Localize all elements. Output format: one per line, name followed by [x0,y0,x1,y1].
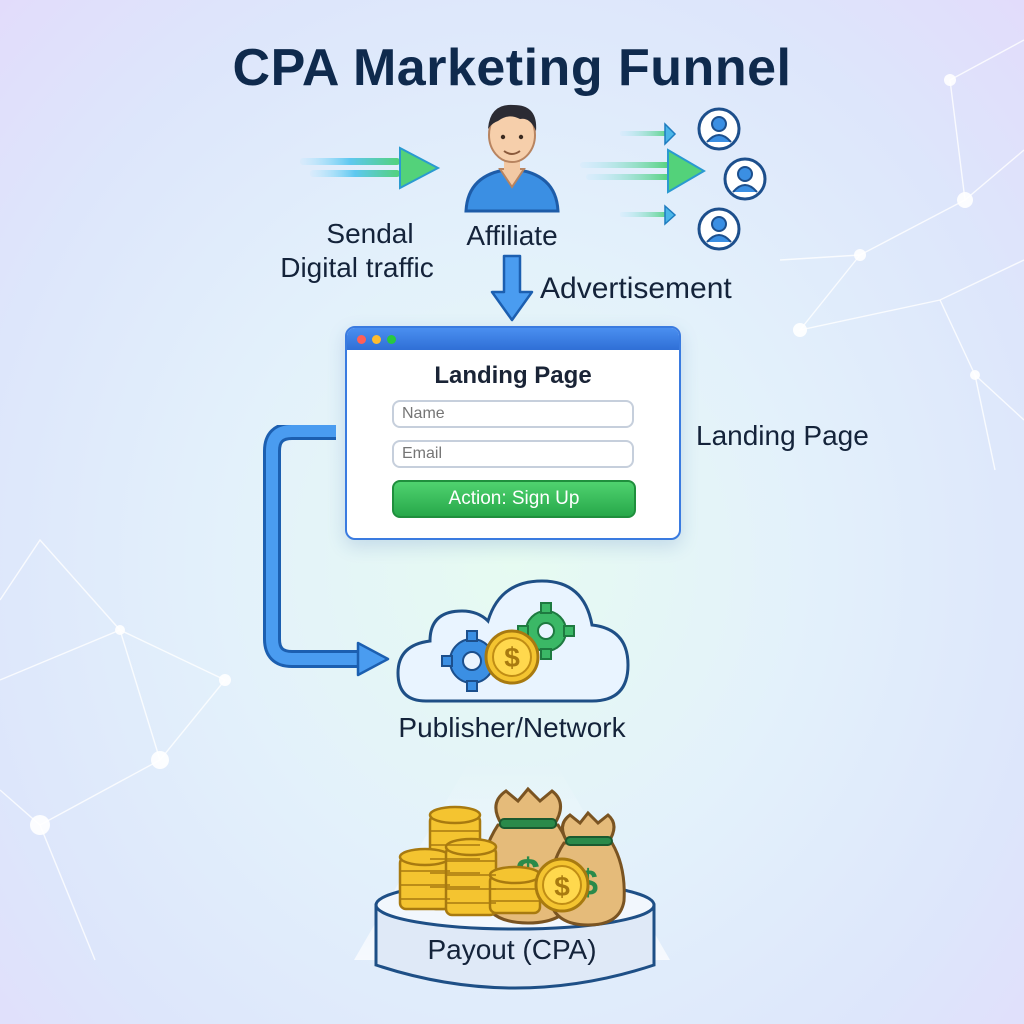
landing-page-side-label: Landing Page [696,420,869,451]
cloud-gears-icon: $ [396,579,630,703]
user-circle-icon [697,207,741,251]
traffic-label-line2: Digital traffic [280,252,434,283]
person-icon [464,104,560,213]
distribution-arrows-icon [580,122,706,226]
traffic-arrow-icon [300,146,441,190]
landing-page-window: Landing Page Action: Sign Up [345,326,681,540]
minimize-dot-icon [372,334,381,344]
traffic-label-line1: Sendal [326,218,414,249]
arrow-down-icon [490,254,534,322]
payout-label: Payout (CPA) [427,934,597,965]
affiliate-label: Affiliate [466,220,558,251]
publisher-label: Publisher/Network [398,712,626,743]
svg-text:$: $ [504,642,520,673]
advertisement-label: Advertisement [540,272,732,305]
flow-arrow-icon [263,425,390,677]
landing-page-title: Landing Page [434,362,592,389]
user-circle-icon [723,157,767,201]
email-field[interactable] [392,440,634,468]
name-field[interactable] [392,400,634,428]
svg-text:$: $ [554,871,570,902]
page-title: CPA Marketing Funnel [232,39,792,97]
maximize-dot-icon [387,334,396,344]
user-circle-icon [697,107,741,151]
close-dot-icon [357,334,366,344]
money-bags-coins-icon: $ $ $ [374,786,656,990]
sign-up-button[interactable]: Action: Sign Up [392,480,636,518]
browser-title-bar [347,328,679,350]
